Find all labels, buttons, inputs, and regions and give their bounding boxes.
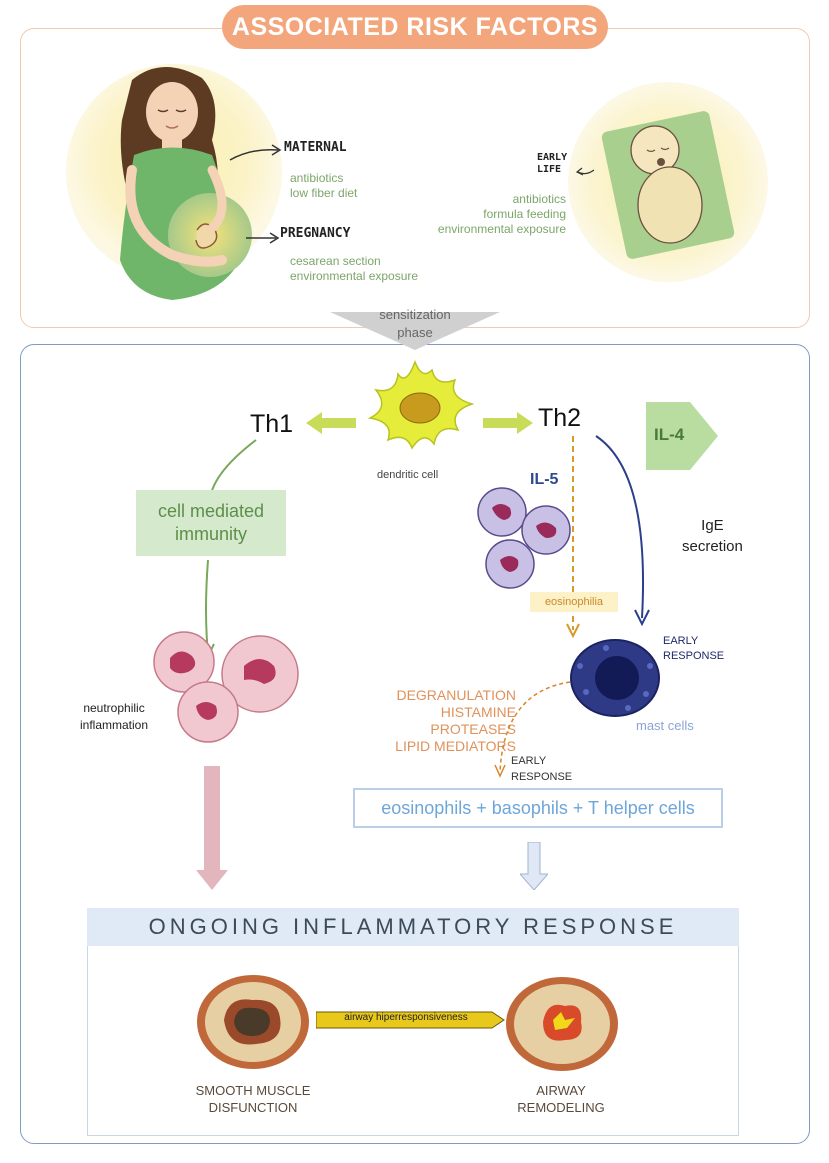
pregnancy-item: cesarean section — [290, 254, 381, 268]
mediator-item: DEGRANULATION — [396, 687, 516, 703]
mast-cells-label: mast cells — [636, 718, 694, 733]
mediator-item: PROTEASES — [430, 721, 516, 737]
mediator-item: LIPID MEDIATORS — [395, 738, 516, 754]
pregnancy-arrow — [246, 232, 280, 244]
airway-cross-section-icon — [197, 975, 309, 1069]
th1-label: Th1 — [250, 410, 294, 438]
early-life-arrow — [575, 167, 595, 176]
ige-arrow — [595, 435, 650, 627]
early-response-label-1: EARLY RESPONSE — [663, 635, 725, 662]
ige-secretion-label: IgE secretion — [682, 517, 743, 555]
il4-label: IL-4 — [654, 425, 685, 444]
th2-label: Th2 — [538, 404, 582, 432]
il5-label: IL-5 — [530, 471, 559, 488]
mediators-dashed-arrow — [494, 681, 571, 778]
th1-arrow — [306, 412, 356, 434]
pregnancy-label: PREGNANCY — [280, 226, 351, 241]
baby-illustration — [568, 82, 768, 282]
hyperresponsiveness-label: airway hiperresponsiveness — [344, 1012, 468, 1023]
il4-badge — [646, 402, 718, 470]
maternal-list: antibiotics low fiber diet — [290, 171, 357, 201]
neutrophil-cell-icon — [153, 631, 299, 743]
sensitization-arrow — [330, 312, 500, 350]
th2-arrow — [483, 412, 533, 434]
maternal-label: MATERNAL — [284, 140, 347, 155]
dendritic-cell-icon — [367, 359, 475, 450]
eosinophil-cell-icon — [477, 487, 571, 589]
early-life-item: antibiotics — [512, 192, 566, 206]
airway-remodeling-label: AIRWAY REMODELING — [517, 1083, 605, 1115]
effector-cells-box: eosinophils + basophils + T helper cells — [353, 788, 723, 828]
maternal-item: antibiotics — [290, 171, 344, 185]
early-life-label: EARLY LIFE — [537, 152, 568, 175]
pregnancy-list: cesarean section environmental exposure — [290, 254, 418, 284]
sensitization-label: sensitization phase — [379, 307, 451, 340]
risk-factors-title: ASSOCIATED RISK FACTORS — [222, 5, 608, 49]
early-life-item: environmental exposure — [437, 222, 566, 236]
hyperresponsiveness-arrow — [316, 1011, 505, 1029]
cell-mediated-immunity-box: cell mediated immunity — [136, 490, 286, 556]
maternal-item: low fiber diet — [290, 186, 358, 200]
early-life-list: antibiotics formula feeding environmenta… — [432, 192, 566, 237]
pregnancy-item: environmental exposure — [290, 269, 419, 283]
maternal-arrow — [229, 144, 282, 161]
pregnant-woman-illustration — [66, 64, 282, 300]
early-response-label-2: EARLY RESPONSE — [511, 755, 573, 783]
th2-down-arrow — [520, 842, 548, 890]
neutrophilic-inflammation-label: neutrophilic inflammation — [80, 701, 149, 732]
mediator-item: HISTAMINE — [440, 704, 516, 720]
mast-cell-icon — [570, 639, 660, 717]
ongoing-response-title: ONGOING INFLAMMATORY RESPONSE — [87, 908, 739, 946]
early-life-item: formula feeding — [483, 207, 566, 221]
mediators-list: DEGRANULATION HISTAMINE PROTEASES LIPID … — [352, 687, 516, 755]
airway-remodeling-icon — [506, 977, 618, 1071]
eosinophilia-label: eosinophilia — [530, 592, 618, 612]
dendritic-cell-label: dendritic cell — [377, 469, 439, 481]
smooth-muscle-label: SMOOTH MUSCLE DISFUNCTION — [195, 1083, 311, 1115]
th1-down-arrow — [196, 766, 228, 890]
